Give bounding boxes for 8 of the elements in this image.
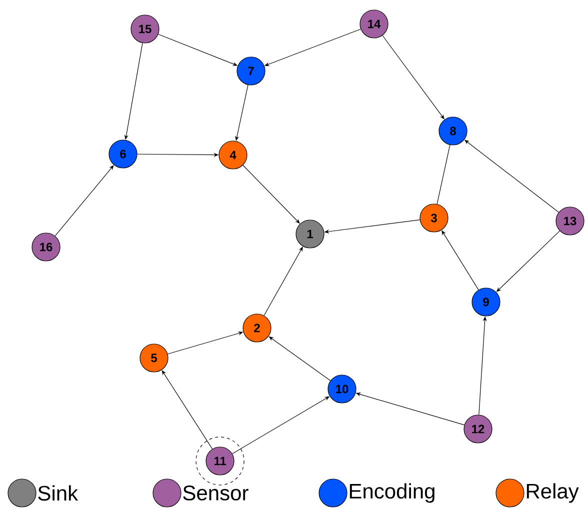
arrow <box>162 370 213 450</box>
arrow <box>235 84 248 141</box>
arrow <box>54 165 114 236</box>
arrow <box>382 35 444 120</box>
legend-label: Encoding <box>350 483 434 503</box>
legend-label: Sink <box>38 485 78 501</box>
legend-label: Sensor <box>183 486 248 500</box>
legend-label: Relay <box>526 483 579 503</box>
